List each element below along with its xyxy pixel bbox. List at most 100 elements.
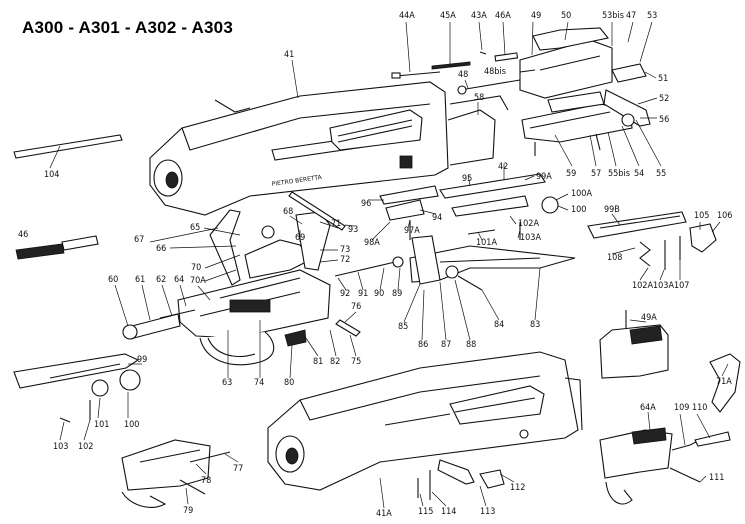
label-58: 58	[474, 93, 484, 103]
label-100a: 100A	[571, 189, 592, 199]
leader-lines	[49, 21, 729, 509]
label-95: 95	[462, 174, 472, 184]
label-49a: 49A	[641, 313, 657, 323]
label-103a: 103A	[520, 233, 541, 243]
label-115: 115	[418, 507, 433, 517]
label-105: 105	[694, 211, 709, 221]
label-50: 50	[561, 11, 571, 21]
label-46a: 46A	[495, 11, 511, 21]
label-85: 85	[398, 322, 408, 332]
label-44a: 44A	[399, 11, 415, 21]
label-56: 56	[659, 115, 669, 125]
label-76: 76	[351, 302, 361, 312]
label-77: 77	[233, 464, 243, 474]
label-96: 96	[361, 199, 371, 209]
label-75: 75	[351, 357, 361, 367]
label-47: 47	[626, 11, 636, 21]
label-79: 79	[183, 506, 193, 516]
label-41: 41	[284, 50, 294, 60]
label-98a: 98A	[364, 238, 380, 248]
label-99b: 99B	[604, 205, 620, 215]
carrier-drawing	[379, 173, 576, 291]
label-74: 74	[254, 378, 264, 388]
diagram-title: A300 - A301 - A302 - A303	[22, 18, 233, 37]
label-91: 91	[358, 289, 368, 299]
label-84: 84	[494, 320, 504, 330]
label-87: 87	[441, 340, 451, 350]
label-112: 112	[510, 483, 525, 493]
label-93: 93	[348, 225, 358, 235]
receiver-41-drawing	[149, 81, 509, 216]
label-99a: 99A	[536, 172, 552, 182]
label-86: 86	[418, 340, 428, 350]
label-102: 102	[78, 442, 93, 452]
label-100b: 100	[571, 205, 586, 215]
label-55: 55	[656, 169, 666, 179]
label-48: 48	[458, 70, 468, 80]
label-73: 73	[340, 245, 350, 255]
receiver-41a-drawing	[267, 351, 583, 491]
label-65: 65	[190, 223, 200, 233]
label-71: 71	[331, 219, 341, 229]
label-67: 67	[134, 235, 144, 245]
label-41a: 41A	[376, 509, 392, 519]
label-59: 59	[566, 169, 576, 179]
label-43a: 43A	[471, 11, 487, 21]
label-51: 51	[658, 74, 668, 84]
label-66: 66	[156, 244, 166, 254]
label-53: 53	[647, 11, 657, 21]
label-89: 89	[392, 289, 402, 299]
label-42: 42	[498, 162, 508, 172]
label-68: 68	[283, 207, 293, 217]
part-labels: 41 41A 42 43A 44A 45A 46 46A 47 48 48bis…	[18, 11, 732, 519]
label-111: 111	[709, 473, 724, 483]
label-106: 106	[717, 211, 732, 221]
label-54: 54	[634, 169, 644, 179]
label-64: 64	[174, 275, 184, 285]
label-99: 99	[137, 355, 147, 365]
label-113: 113	[480, 507, 495, 517]
label-82: 82	[330, 357, 340, 367]
label-71a: 71A	[716, 377, 732, 387]
label-101: 101	[94, 420, 109, 430]
pins-top-drawing	[391, 51, 536, 95]
label-102a: 102A	[518, 219, 539, 229]
label-70a: 70A	[190, 276, 206, 286]
label-60: 60	[108, 275, 118, 285]
label-45a: 45A	[440, 11, 456, 21]
label-83: 83	[530, 320, 540, 330]
label-48bis: 48bis	[484, 67, 506, 77]
label-64a: 64A	[640, 403, 656, 413]
label-92: 92	[340, 289, 350, 299]
label-94: 94	[432, 213, 442, 223]
label-114: 114	[441, 507, 456, 517]
right-small-parts-drawing	[587, 211, 717, 270]
label-61: 61	[135, 275, 145, 285]
label-103: 103	[53, 442, 68, 452]
label-80: 80	[284, 378, 294, 388]
right-lower-parts-drawing	[599, 310, 741, 505]
label-81: 81	[313, 357, 323, 367]
label-107: 107	[674, 281, 689, 291]
label-49: 49	[531, 11, 541, 21]
label-97a: 97A	[404, 226, 420, 236]
label-52: 52	[659, 94, 669, 104]
label-110: 110	[692, 403, 707, 413]
label-62: 62	[156, 275, 166, 285]
label-101a: 101A	[476, 238, 497, 248]
rods-left-drawing	[13, 134, 123, 260]
label-57: 57	[591, 169, 601, 179]
label-70: 70	[191, 263, 201, 273]
bolt-assembly-drawing	[519, 27, 651, 156]
label-100: 100	[124, 420, 139, 430]
label-78: 78	[201, 476, 211, 486]
label-72: 72	[340, 255, 350, 265]
label-55bis: 55bis	[608, 169, 630, 179]
trigger-group-drawing	[122, 191, 404, 366]
label-103a-b: 103A	[653, 281, 674, 291]
lower-trigger-guard-drawing	[121, 439, 231, 508]
label-108: 108	[607, 253, 622, 263]
label-53bis: 53bis	[602, 11, 624, 21]
lower-small-parts-drawing	[417, 459, 505, 500]
